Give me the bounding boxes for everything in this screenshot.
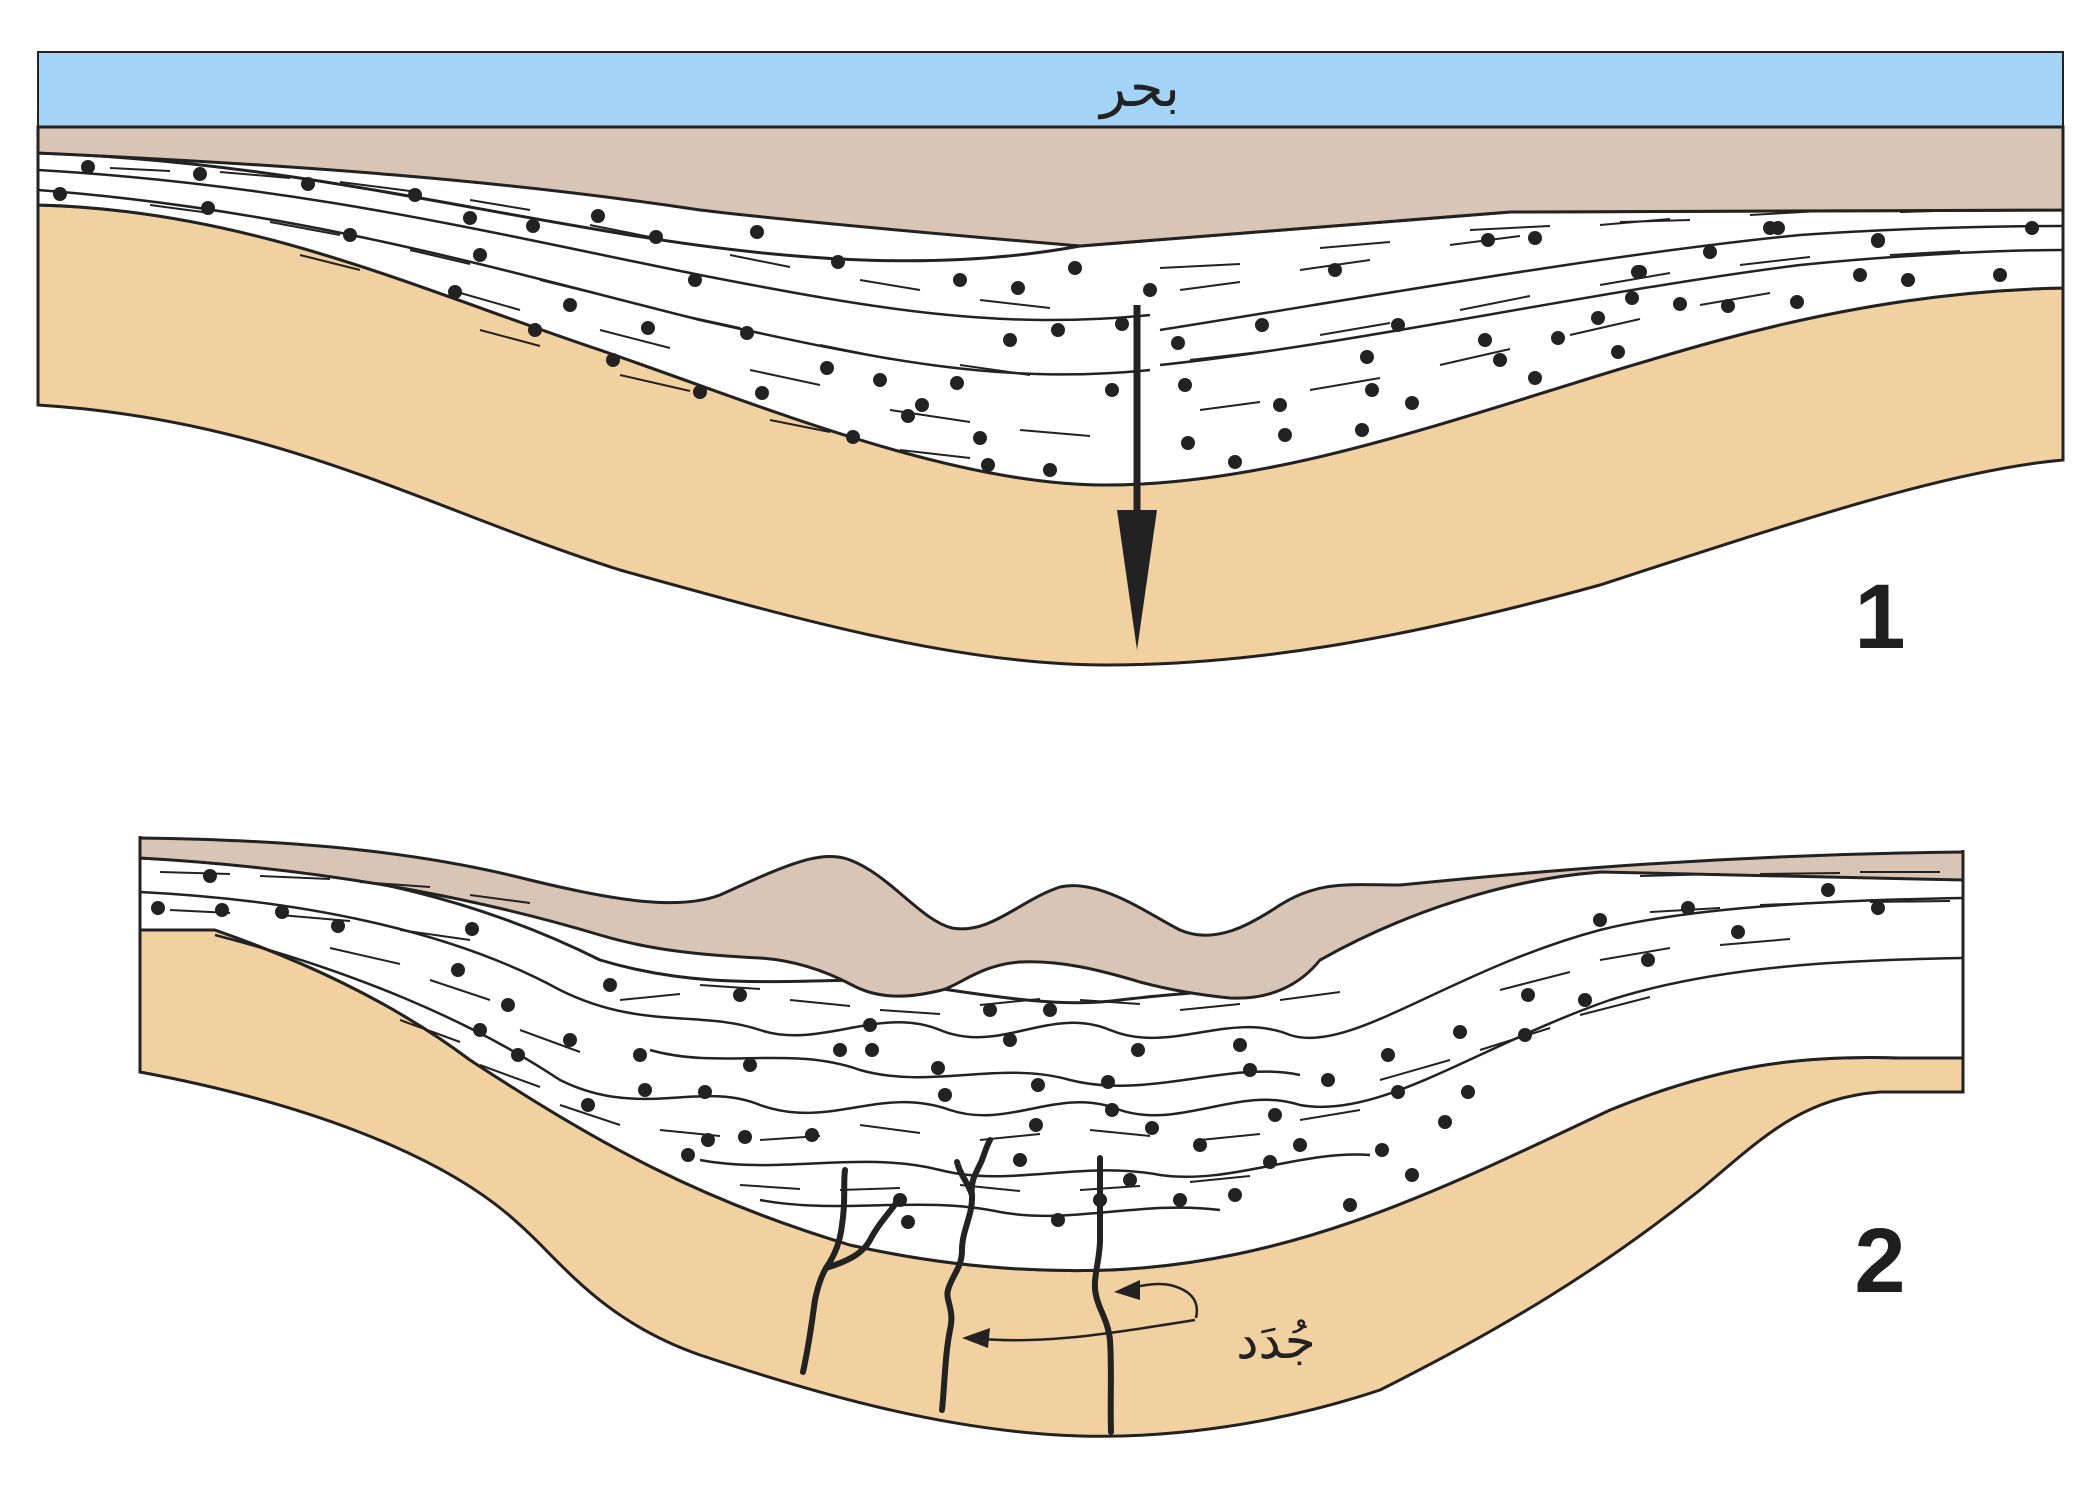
subsidence-arrow bbox=[1117, 305, 1157, 650]
panel-1: بحر bbox=[36, 51, 2065, 668]
dyke-1-branch bbox=[823, 1199, 900, 1271]
sediment-dashes-1 bbox=[109, 167, 1971, 459]
sediment-dashes-2 bbox=[159, 871, 1951, 1192]
panel-2-number: 2 bbox=[1854, 1210, 1905, 1312]
sediment-dots-2 bbox=[151, 869, 1885, 1229]
dykes-label: جُدَد bbox=[1236, 1312, 1315, 1370]
dyke-3 bbox=[1091, 1155, 1114, 1435]
sea-layer bbox=[37, 51, 2064, 128]
sea-label: بحر bbox=[1097, 56, 1180, 119]
dyke-2-branch bbox=[954, 1159, 975, 1198]
bedding-lines-2 bbox=[139, 890, 1964, 1218]
panel-1-number: 1 bbox=[1854, 566, 1905, 668]
annotation-arrowheads bbox=[962, 1280, 1140, 1348]
dykes bbox=[800, 1137, 1114, 1435]
panel-2: جُدَد 2 bbox=[138, 836, 1965, 1438]
sediment-dots-1 bbox=[53, 160, 2039, 477]
dyke-2 bbox=[939, 1137, 993, 1413]
clay-layer-1 bbox=[36, 125, 2065, 248]
bedding-lines-1 bbox=[37, 168, 2064, 376]
clay-layer-2 bbox=[138, 836, 1965, 1000]
